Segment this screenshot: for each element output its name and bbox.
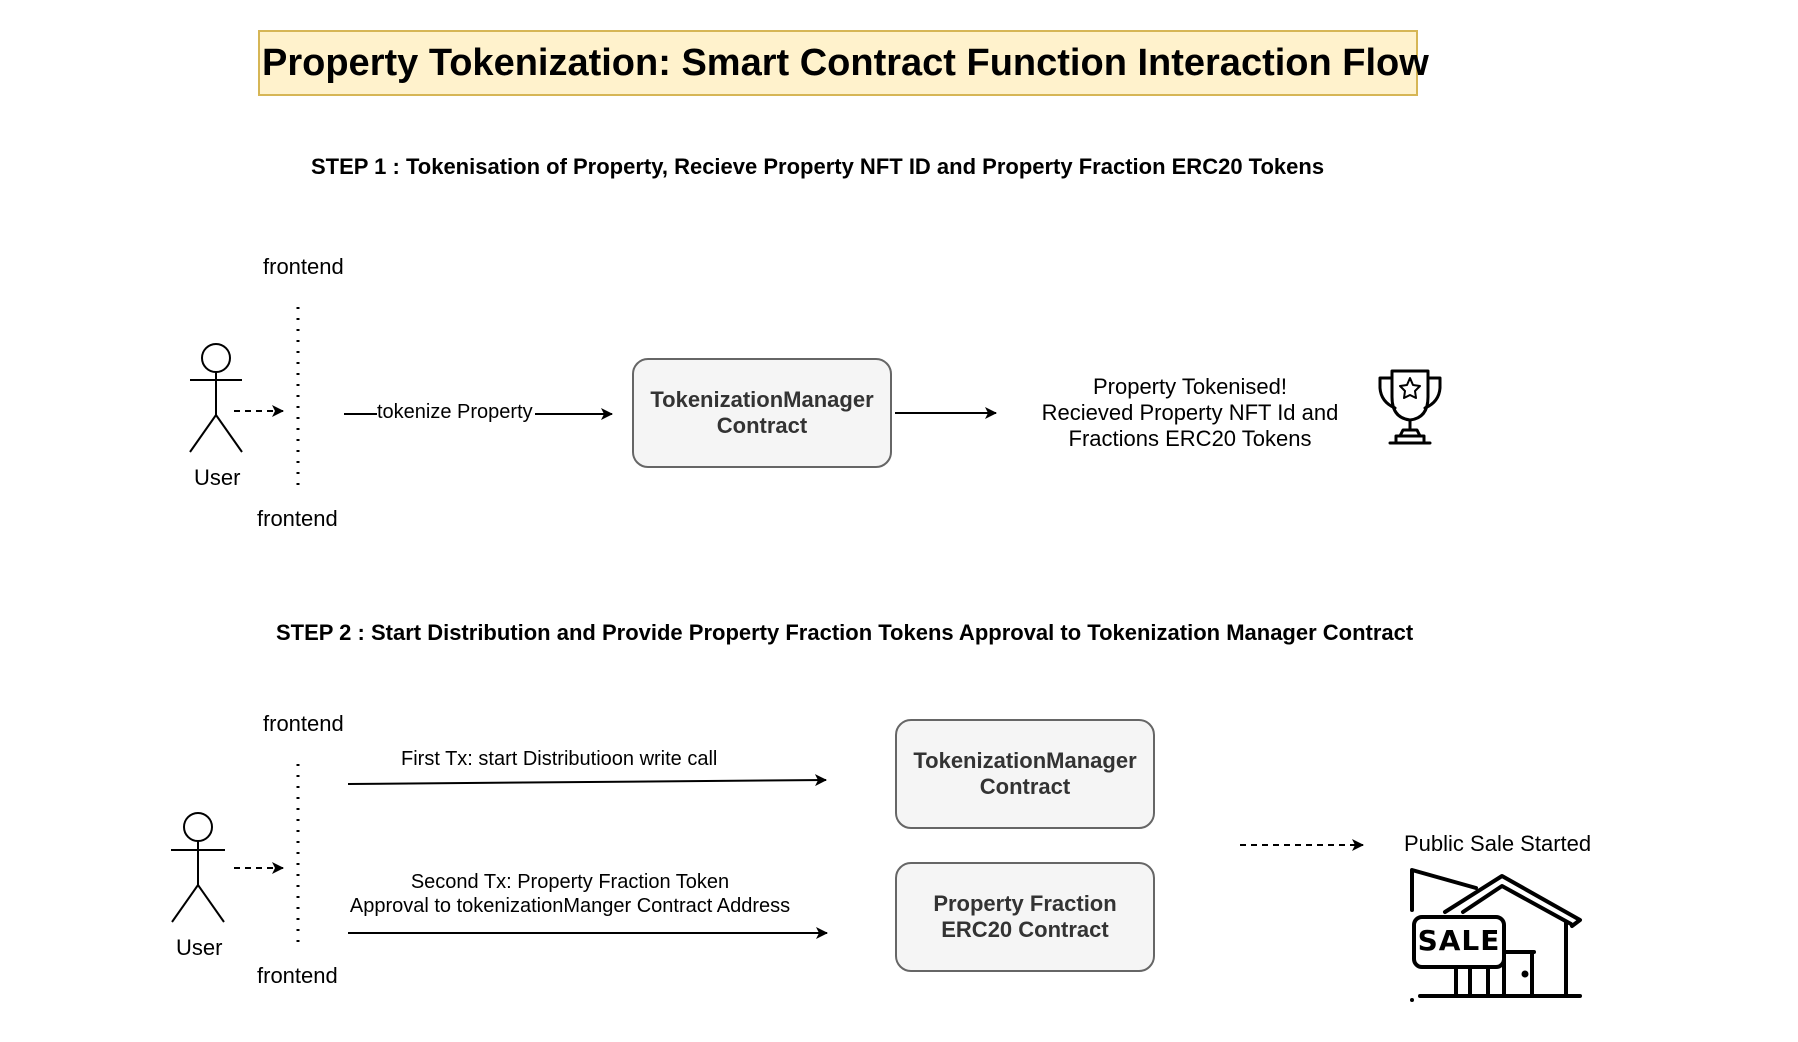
step1-tokenization-manager-box[interactable]: TokenizationManager Contract [632, 358, 892, 468]
step2-frontend-top-label: frontend [263, 711, 344, 736]
box-line2: Contract [716, 413, 808, 438]
step2-heading: STEP 2 : Start Distribution and Provide … [276, 620, 1414, 645]
step2-tokenization-manager-box[interactable]: TokenizationManager Contract [895, 719, 1155, 829]
result-line3: Fractions ERC20 Tokens [1068, 426, 1312, 451]
step2-first-tx-arrow [347, 774, 827, 787]
second-tx-line1: Second Tx: Property Fraction Token [410, 871, 730, 893]
result-line1: Property Tokenised! [1092, 374, 1288, 399]
step1-heading: STEP 1 : Tokenisation of Property, Recie… [311, 154, 1325, 179]
step1-tokenize-edge-label: tokenize Property [377, 401, 533, 423]
diagram-title: Property Tokenization: Smart Contract Fu… [262, 42, 1429, 84]
step2-second-tx-label: Second Tx: Property Fraction Token Appro… [340, 870, 800, 918]
house-sale-icon [1410, 868, 1582, 1002]
step2-user-label: User [176, 935, 223, 960]
step2-frontend-bottom-label: frontend [257, 963, 338, 988]
result-line2: Recieved Property NFT Id and [1041, 400, 1339, 425]
box2-line1: Property Fraction [933, 891, 1117, 916]
title-box [258, 30, 1418, 96]
step2-result-label: Public Sale Started [1404, 831, 1592, 856]
trophy-icon [1378, 369, 1442, 445]
step1-user-label: User [194, 465, 241, 490]
box2-line2: ERC20 Contract [941, 917, 1109, 942]
step2-first-tx-label: First Tx: start Distributioon write call [401, 748, 718, 770]
step1-frontend-bottom-label: frontend [257, 506, 338, 531]
box1-line1: TokenizationManager [913, 748, 1137, 773]
step1-user-actor [189, 343, 243, 453]
box1-line2: Contract [979, 774, 1071, 799]
step2-erc20-contract-box[interactable]: Property Fraction ERC20 Contract [895, 862, 1155, 972]
step1-result-text: Property Tokenised! Recieved Property NF… [1030, 374, 1350, 452]
step1-frontend-top-label: frontend [263, 254, 344, 279]
step2-user-actor [171, 812, 225, 923]
sale-sign-text: SALE [1417, 924, 1501, 957]
second-tx-line2: Approval to tokenizationManger Contract … [349, 895, 791, 917]
box-line1: TokenizationManager [650, 387, 874, 412]
